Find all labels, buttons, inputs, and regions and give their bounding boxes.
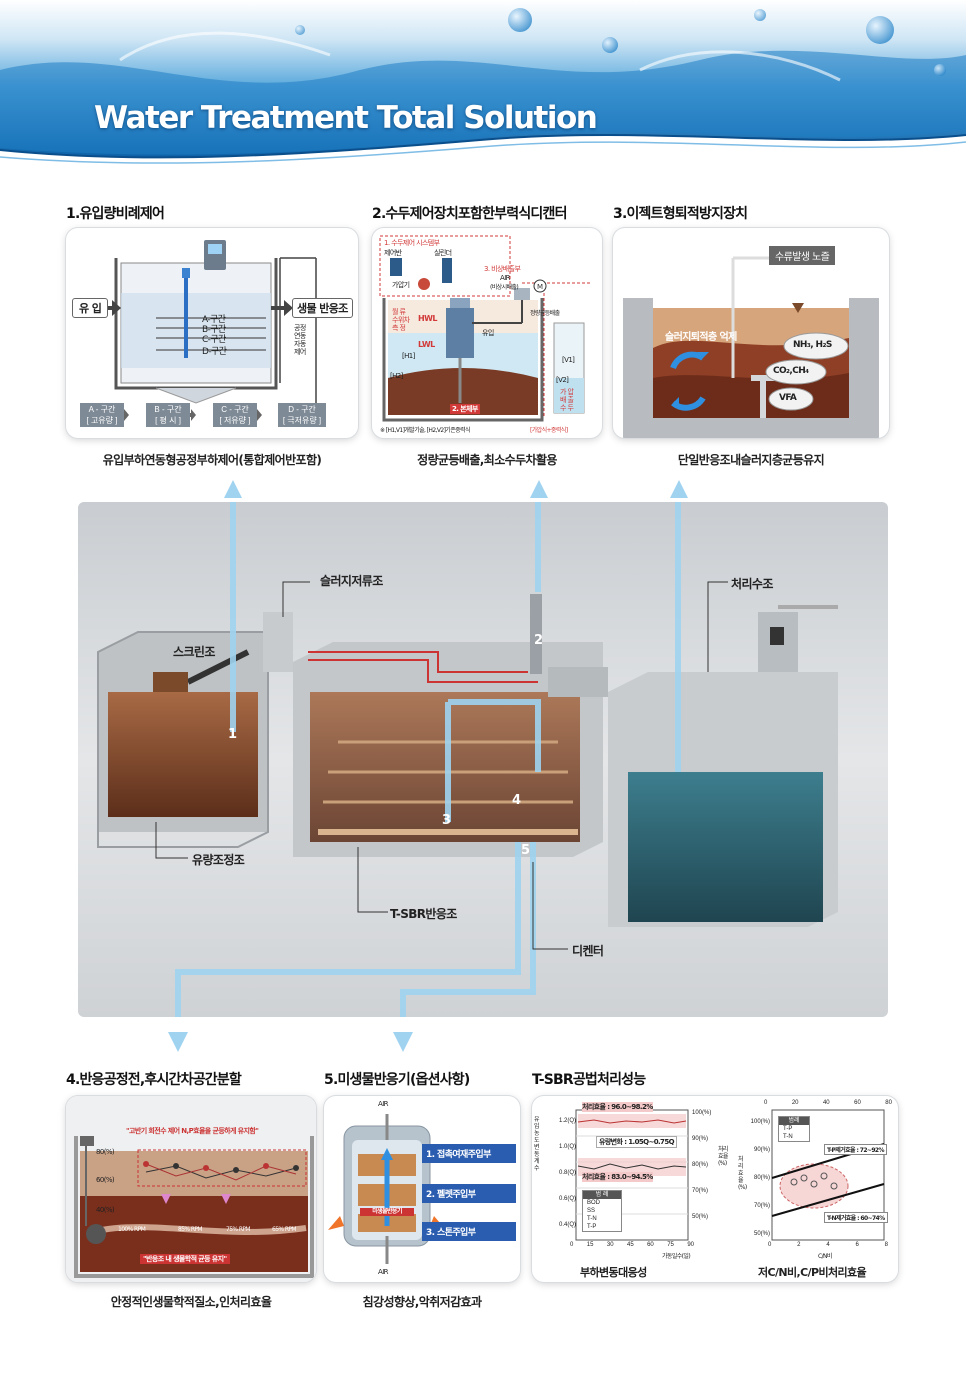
arrow-down-icon: [168, 1032, 188, 1052]
legend-right: 범례 T-P T-N: [778, 1116, 810, 1142]
side-note: 공정연동 자동제어: [294, 324, 306, 356]
marker-2: 2: [534, 633, 543, 648]
label-treated-water: 처리수조: [731, 577, 773, 591]
label-decanter: 디켄터: [572, 944, 604, 958]
zone-label: C-구간: [202, 335, 226, 345]
item-stone: 3. 스톤주입부: [422, 1222, 516, 1241]
section-1-title: 1.유입량비례제어: [66, 206, 165, 222]
zone-box: D - 구간[ 극저유량 ]: [278, 403, 326, 427]
arrow-up-icon: [224, 480, 242, 498]
sludge-label: 슬러지퇴적층 억제: [665, 332, 737, 343]
label-reactor: T-SBR반응조: [390, 907, 457, 921]
left-y-ticks: 1.2(Q) 1.0(Q) 0.8(Q) 0.6(Q) 0.4(Q): [558, 1118, 576, 1228]
nozzle-label: 수류발생 노즐: [769, 246, 836, 265]
panel-microbial-reactor: AIR AIR 미생물반응기 1. 접촉여재주입부 2. 펠렛주입부 3. 스톤…: [324, 1096, 520, 1282]
panel-decanter: M 1. 수두제어 시스템부 제어반 실린더 가압기 3. 비상배출부 AIR …: [372, 228, 602, 438]
caption-5: 침강성향상,악취저감효과: [362, 1295, 482, 1309]
section-4-title: 4.반응공정전,후시간차공간분할: [66, 1072, 242, 1088]
item-contact-media: 1. 접촉여재주입부: [422, 1144, 516, 1163]
panel-performance: 처리효율 : 96.0~98.2% 유량변화 : 1.05Q~0.75Q 처리효…: [532, 1096, 898, 1282]
inflow-label: 유 입: [72, 298, 109, 318]
arrow-right-icon: [271, 300, 293, 316]
panel-flow-control: 유 입 생물 반응조 A-구간 B-구간 C-구간 D-구간 공정연동 자동제어…: [66, 228, 358, 438]
zone-box: B - 구간[ 평 시 ]: [146, 403, 190, 427]
hero-banner: Water Treatment Total Solution: [0, 0, 966, 175]
arrow-up-icon: [530, 480, 548, 498]
left-x-ticks: 0 15 30 45 60 75 90: [570, 1242, 694, 1248]
right-x-ticks: 0 2 4 6 8: [768, 1242, 888, 1248]
marker-3: 3: [442, 813, 451, 828]
section-2-title: 2.수두제어장치포함한부력식디캔터: [372, 206, 567, 222]
zone-label: D-구간: [202, 347, 227, 357]
caption-6-right: 저C/N비,C/P비처리효율: [758, 1266, 867, 1279]
right-x-top-ticks: 0 20 40 60 80: [764, 1100, 892, 1106]
label-screen: 스크린조: [173, 645, 215, 659]
page-title: Water Treatment Total Solution: [94, 100, 598, 136]
section-5-title: 5.미생물반응기(옵션사항): [324, 1072, 470, 1088]
caption-1: 유입부하연동형공정부하제어(통합제어반포함): [102, 453, 322, 467]
marker-4: 4: [512, 793, 521, 808]
label-sludge-tank: 슬러지저류조: [320, 574, 383, 588]
plant-illustration: 1 2 3 4 5 슬러지저류조 스크린조 유량조정조 T-SBR반응조 디켄터…: [78, 502, 888, 1017]
water-splash-background: [0, 0, 966, 164]
arrow-right-icon: [96, 300, 121, 316]
marker-5: 5: [521, 843, 530, 858]
outflow-label: 생물 반응조: [292, 298, 353, 318]
panel-ejector: 수류발생 노즐 슬러지퇴적층 억제 NH₃, H₂S CO₂,CH₄ VFA: [613, 228, 889, 438]
panel-spatial-division: "고반기 회전수 제어 N,P효율을 균등하게 유지함" 80(%) 60(%)…: [66, 1096, 316, 1282]
zone-box: A - 구간[ 고유량 ]: [80, 403, 124, 427]
legend-left: 범 례 BOD SS T-N T-P: [582, 1190, 622, 1232]
svg-text:M: M: [537, 283, 543, 291]
zone-label: A-구간: [202, 315, 226, 325]
section-6-title: T-SBR공법처리성능: [532, 1072, 646, 1088]
marker-1: 1: [228, 727, 237, 742]
label-equalization: 유량조정조: [192, 853, 245, 867]
arrow-up-icon: [670, 480, 688, 498]
left-y2-ticks: 100(%) 90(%) 80(%) 70(%) 50(%): [692, 1110, 712, 1220]
zone-box: C - 구간[ 저유량 ]: [213, 403, 257, 427]
right-y-ticks: 100(%) 90(%) 80(%) 70(%) 50(%): [750, 1119, 770, 1237]
section-3-title: 3.이젝트형퇴적방지장치: [613, 206, 748, 222]
caption-4: 안정적인생물학적질소,인처리효율: [110, 1295, 272, 1309]
caption-6-left: 부하변동대응성: [580, 1266, 647, 1279]
caption-2: 정량균등배출,최소수두차활용: [417, 453, 557, 467]
caption-3: 단일반응조내슬러지층균등유지: [677, 453, 825, 467]
arrow-down-icon: [393, 1032, 413, 1052]
zone-label: B-구간: [202, 325, 226, 335]
item-pellet: 2. 펠렛주입부: [422, 1184, 516, 1203]
